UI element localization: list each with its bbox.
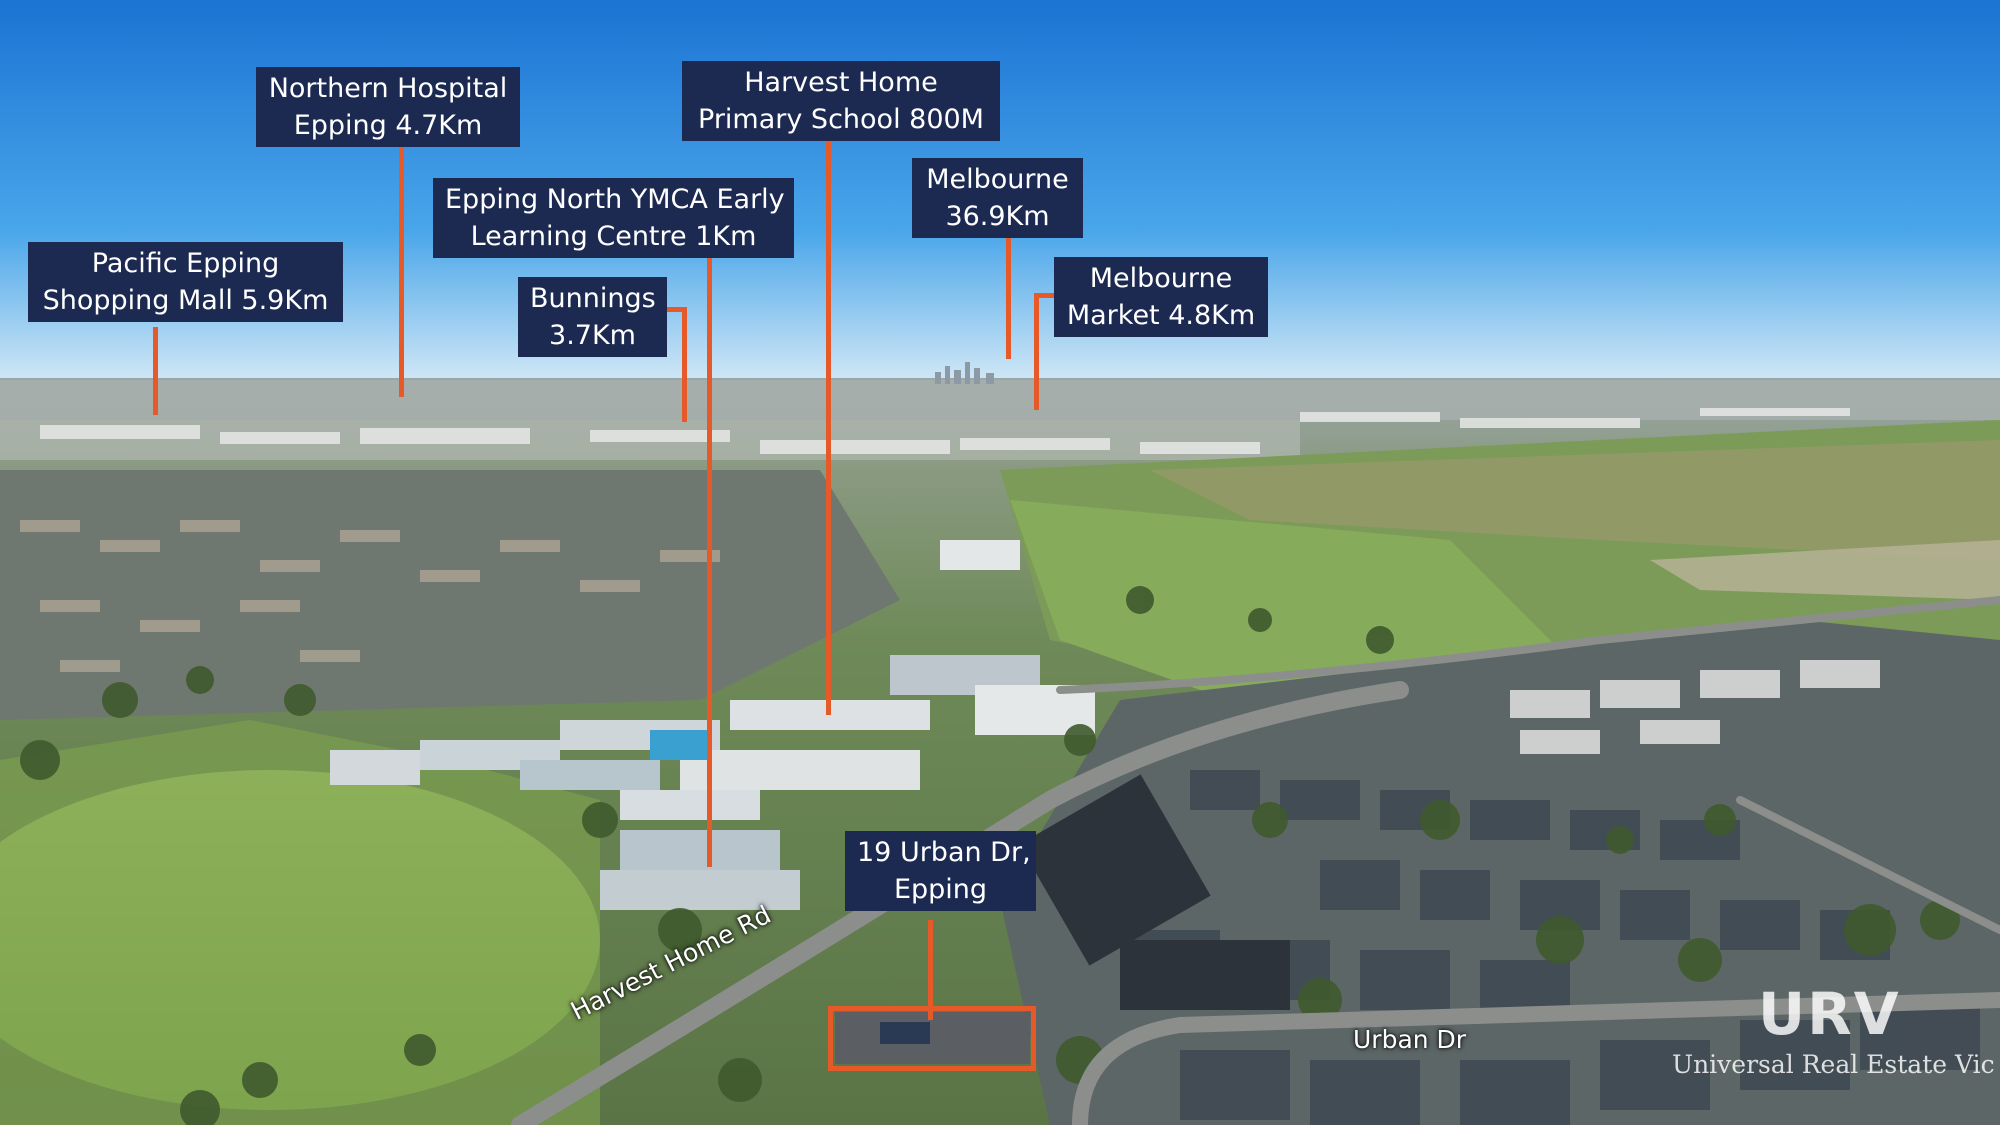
label-harvest-home-school: Harvest Home Primary School 800M <box>682 61 1000 141</box>
label-line: Northern Hospital <box>268 73 508 104</box>
label-melbourne: Melbourne 36.9Km <box>912 158 1083 238</box>
leader-ymca <box>707 257 712 867</box>
watermark-text: Universal Real Estate Vic <box>1672 1050 1995 1079</box>
label-bunnings: Bunnings 3.7Km <box>518 277 667 357</box>
leader-melbourne-market-horizontal <box>1034 293 1056 298</box>
label-line: Shopping Mall 5.9Km <box>42 285 329 316</box>
label-line: Melbourne <box>1089 263 1233 294</box>
watermark-logo: URV <box>1758 980 1901 1048</box>
melbourne-skyline <box>935 362 994 384</box>
label-line: 3.7Km <box>549 320 636 351</box>
street-urban-dr: Urban Dr <box>1353 1025 1467 1054</box>
label-line: Market 4.8Km <box>1066 300 1256 331</box>
label-ymca: Epping North YMCA Early Learning Centre … <box>433 178 794 258</box>
label-line: 36.9Km <box>945 201 1050 232</box>
label-line: Epping <box>893 874 988 905</box>
suburb-left <box>0 470 900 720</box>
label-line: Pacific Epping <box>91 248 280 279</box>
label-line: Melbourne <box>926 164 1069 195</box>
school-buildings <box>330 540 1095 910</box>
label-property: 19 Urban Dr, Epping <box>845 831 1036 911</box>
property-roof <box>835 1012 1030 1064</box>
label-line: Bunnings <box>530 283 656 314</box>
leader-pacific-epping <box>153 327 158 415</box>
label-pacific-epping: Pacific Epping Shopping Mall 5.9Km <box>28 242 343 322</box>
leader-northern-hospital <box>399 147 404 397</box>
label-line: Epping North YMCA Early <box>445 184 785 215</box>
leader-melbourne-market <box>1034 293 1039 410</box>
property-outline <box>828 1006 1036 1071</box>
label-northern-hospital: Northern Hospital Epping 4.7Km <box>256 67 520 147</box>
label-line: 19 Urban Dr, <box>857 837 1031 868</box>
label-line: Learning Centre 1Km <box>470 221 757 252</box>
leader-property <box>928 920 933 1020</box>
distant-suburbs <box>0 380 2000 420</box>
leader-harvest-home <box>826 140 831 715</box>
label-melbourne-market: Melbourne Market 4.8Km <box>1054 257 1268 337</box>
label-line: Harvest Home <box>744 67 938 98</box>
green-open-space <box>1010 500 1560 700</box>
leader-bunnings <box>682 307 687 422</box>
roads <box>511 596 2000 1125</box>
leader-melbourne <box>1006 237 1011 359</box>
label-line: Epping 4.7Km <box>293 110 483 141</box>
label-line: Primary School 800M <box>698 104 984 135</box>
industrial-buildings <box>40 408 1850 454</box>
leader-bunnings-horizontal <box>665 307 687 312</box>
